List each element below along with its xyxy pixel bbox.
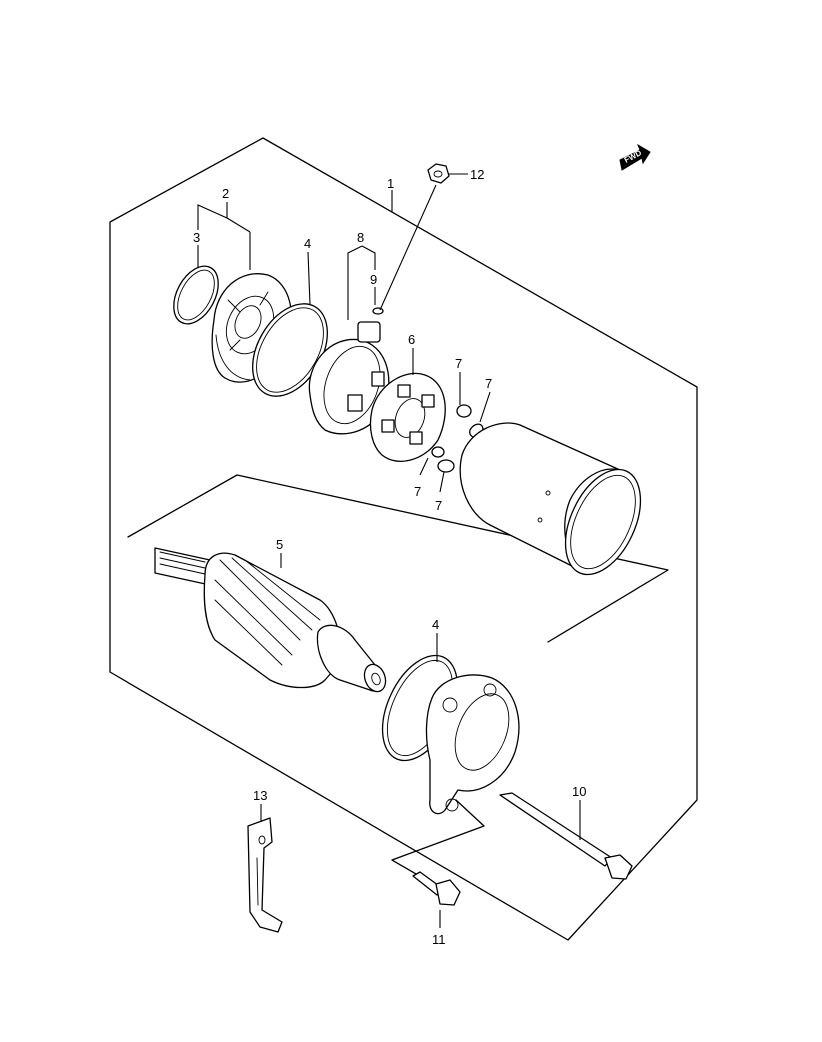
- callout-10: 10: [572, 784, 586, 799]
- callout-7-c: 7: [414, 484, 421, 499]
- callout-12: 12: [470, 167, 484, 182]
- front-cover-housing: [425, 674, 520, 815]
- callout-6: 6: [408, 332, 415, 347]
- assembly-outline: [109, 137, 698, 941]
- callout-11: 11: [432, 932, 446, 947]
- nut-part-12: [427, 163, 450, 184]
- callout-4-upper: 4: [304, 236, 311, 251]
- callout-3: 3: [193, 230, 200, 245]
- small-o-ring-part-9: [372, 307, 384, 315]
- callout-8: 8: [357, 230, 364, 245]
- brush-holder-ring-part-8: [308, 321, 390, 435]
- motor-yoke-housing: [459, 422, 642, 576]
- through-bolt-part-10: [499, 792, 633, 880]
- brush-spring-part-7: [431, 404, 484, 473]
- callout-7-a: 7: [455, 356, 462, 371]
- armature-part-5: [154, 547, 387, 693]
- forward-direction-arrow: FWD: [619, 143, 651, 171]
- o-ring-part-3: [173, 265, 219, 325]
- o-ring-part-4-upper: [252, 303, 328, 397]
- callout-leaders: [197, 173, 581, 928]
- short-bolt-part-11: [412, 871, 461, 906]
- lead-bracket-part-13: [247, 817, 283, 933]
- lower-notch-outline: [391, 799, 485, 883]
- callout-7-d: 7: [435, 498, 442, 513]
- callout-1: 1: [387, 176, 394, 191]
- callout-2: 2: [222, 186, 229, 201]
- upper-subgroup-outline: [127, 474, 669, 643]
- callout-labels: 1 2 3 4 4 5 6 7 7 7 7 8 9 10 11 12 13: [193, 167, 586, 947]
- callout-4-lower: 4: [432, 617, 439, 632]
- callout-9: 9: [370, 272, 377, 287]
- callout-5: 5: [276, 537, 283, 552]
- brush-plate-part-6: [369, 372, 446, 462]
- terminal-leader: [379, 184, 437, 311]
- callout-7-b: 7: [485, 376, 492, 391]
- callout-13: 13: [253, 788, 267, 803]
